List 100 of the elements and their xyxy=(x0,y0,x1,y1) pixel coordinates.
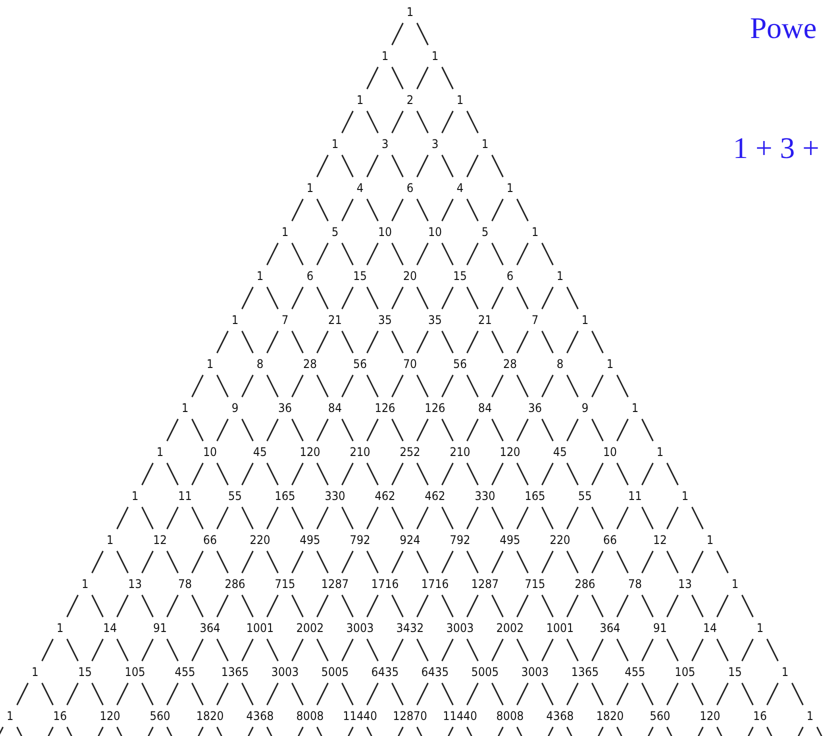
triangle-number: 13 xyxy=(678,577,692,591)
triangle-number: 15 xyxy=(78,665,92,679)
triangle-number: 1716 xyxy=(371,577,399,591)
triangle-number: 13 xyxy=(128,577,142,591)
triangle-number: 455 xyxy=(174,665,196,679)
triangle-number: 1 xyxy=(682,489,688,503)
triangle-number: 1 xyxy=(556,269,564,283)
triangle-number: 3003 xyxy=(521,665,549,679)
triangle-number: 15 xyxy=(728,665,742,679)
triangle-number: 1 xyxy=(6,709,14,723)
triangle-number: 364 xyxy=(600,621,620,635)
triangle-number: 455 xyxy=(624,665,646,679)
triangle-number: 1 xyxy=(306,181,314,195)
triangle-number: 1 xyxy=(156,445,164,459)
triangle-number: 7 xyxy=(532,313,538,327)
triangle-number: 120 xyxy=(700,709,720,723)
triangle-number: 1 xyxy=(232,313,238,327)
triangle-number: 5 xyxy=(482,225,488,239)
triangle-number: 286 xyxy=(224,577,246,591)
triangle-number: 252 xyxy=(400,445,420,459)
triangle-number: 364 xyxy=(200,621,220,635)
triangle-number: 21 xyxy=(328,313,342,327)
triangle-number: 6435 xyxy=(371,665,399,679)
triangle-number: 66 xyxy=(603,533,617,547)
triangle-number: 12 xyxy=(653,533,667,547)
triangle-number: 210 xyxy=(350,445,370,459)
triangle-number: 20 xyxy=(403,269,417,283)
triangle-number: 6 xyxy=(406,181,414,195)
triangle-number: 4368 xyxy=(246,709,274,723)
triangle-number: 35 xyxy=(378,313,392,327)
triangle-number: 1 xyxy=(106,533,114,547)
triangle-number: 6435 xyxy=(421,665,449,679)
triangle-number: 1 xyxy=(482,137,488,151)
triangle-number: 495 xyxy=(500,533,520,547)
triangle-number: 1365 xyxy=(221,665,249,679)
heading-text: Powe xyxy=(750,12,817,46)
triangle-number: 12 xyxy=(153,533,167,547)
triangle-number: 3 xyxy=(432,137,438,151)
triangle-number: 55 xyxy=(578,489,592,503)
triangle-number: 91 xyxy=(153,621,167,635)
triangle-number: 3003 xyxy=(446,621,474,635)
triangle-number: 16 xyxy=(53,709,67,723)
triangle-number: 1 xyxy=(56,621,64,635)
triangle-number: 55 xyxy=(228,489,242,503)
triangle-number: 1 xyxy=(356,93,364,107)
triangle-number: 495 xyxy=(300,533,320,547)
triangle-number: 1 xyxy=(782,665,788,679)
triangle-number: 330 xyxy=(324,489,346,503)
triangle-number: 105 xyxy=(124,665,146,679)
triangle-number: 1 xyxy=(606,357,614,371)
triangle-number: 3 xyxy=(382,137,388,151)
triangle-number: 120 xyxy=(100,709,120,723)
triangle-number: 462 xyxy=(424,489,446,503)
triangle-number: 5 xyxy=(332,225,338,239)
triangle-number: 2 xyxy=(406,93,414,107)
triangle-number: 120 xyxy=(500,445,520,459)
triangle-number: 35 xyxy=(428,313,442,327)
triangle-number: 6 xyxy=(306,269,314,283)
triangle-number: 126 xyxy=(424,401,446,415)
triangle-number: 2002 xyxy=(496,621,524,635)
triangle-number: 1 xyxy=(132,489,138,503)
triangle-number: 1 xyxy=(756,621,764,635)
triangle-number: 66 xyxy=(203,533,217,547)
triangle-number: 8 xyxy=(256,357,264,371)
triangle-number: 1001 xyxy=(246,621,274,635)
triangle-number: 4368 xyxy=(546,709,574,723)
triangle-number: 21 xyxy=(478,313,492,327)
triangle-number: 5005 xyxy=(321,665,349,679)
triangle-number: 1 xyxy=(806,709,814,723)
triangle-number: 3003 xyxy=(346,621,374,635)
triangle-number: 120 xyxy=(300,445,320,459)
triangle-number: 45 xyxy=(553,445,567,459)
triangle-number: 28 xyxy=(303,357,317,371)
triangle-number: 330 xyxy=(474,489,496,503)
triangle-number: 70 xyxy=(403,357,417,371)
triangle-number: 9 xyxy=(582,401,588,415)
triangle-number: 12870 xyxy=(392,709,428,723)
triangle-number: 56 xyxy=(453,357,467,371)
triangle-number: 220 xyxy=(250,533,270,547)
triangle-number: 1 xyxy=(706,533,714,547)
triangle-number: 16 xyxy=(753,709,767,723)
triangle-number: 1 xyxy=(332,137,338,151)
triangle-number: 560 xyxy=(650,709,670,723)
triangle-number: 11440 xyxy=(342,709,378,723)
triangle-number: 1 xyxy=(582,313,588,327)
triangle-number: 4 xyxy=(456,181,464,195)
triangle-number: 1 xyxy=(732,577,738,591)
formula-text: 1 + 3 + xyxy=(733,132,820,166)
triangle-number: 1287 xyxy=(471,577,499,591)
triangle-number: 15 xyxy=(453,269,467,283)
triangle-number: 1 xyxy=(406,5,414,19)
triangle-number: 8008 xyxy=(296,709,324,723)
triangle-number: 792 xyxy=(450,533,470,547)
triangle-number: 1 xyxy=(656,445,664,459)
triangle-number: 210 xyxy=(450,445,470,459)
triangle-number: 78 xyxy=(628,577,642,591)
triangle-number: 1 xyxy=(532,225,538,239)
triangle-number: 36 xyxy=(278,401,292,415)
triangle-number: 560 xyxy=(150,709,170,723)
triangle-number: 286 xyxy=(574,577,596,591)
